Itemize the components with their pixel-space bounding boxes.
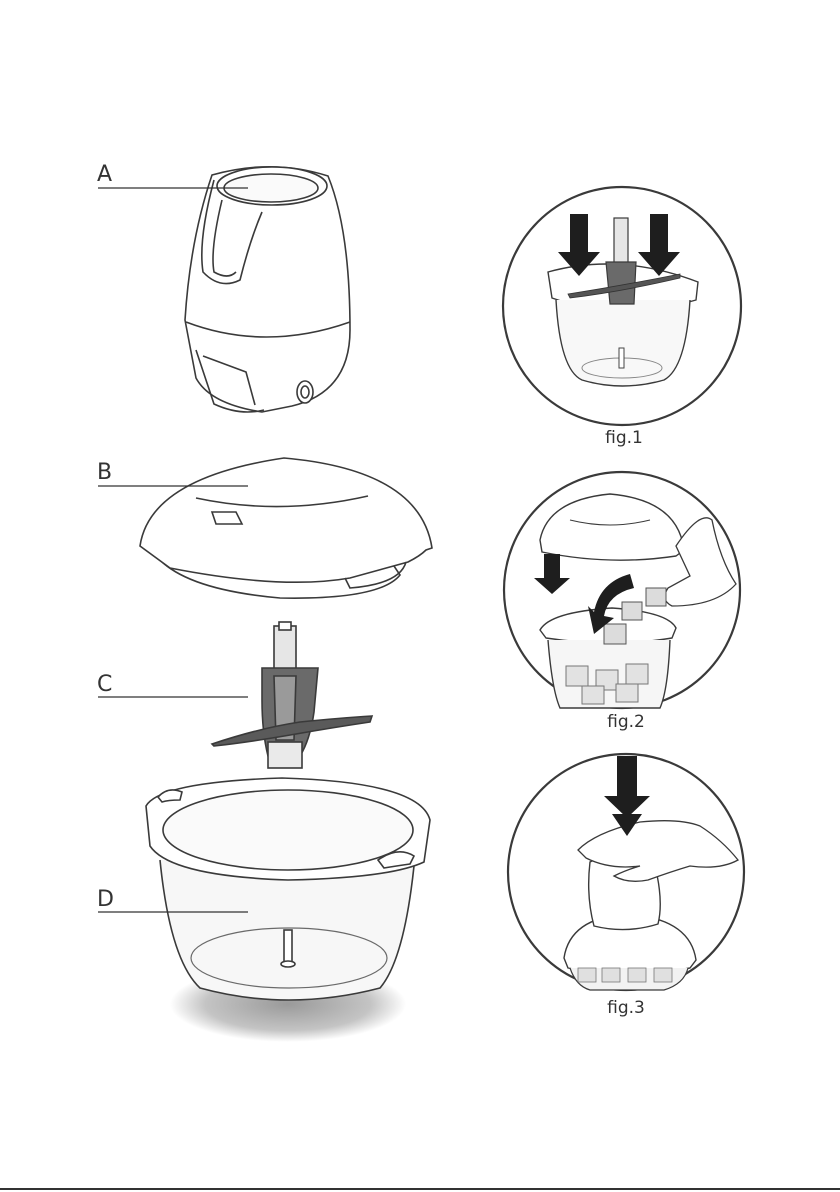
page-bottom-rule: [0, 1188, 840, 1190]
motor-unit-illustration: [185, 167, 350, 412]
fig3-caption: fig.3: [566, 998, 686, 1018]
fig3-illustration: [508, 754, 744, 990]
blade-illustration: [212, 622, 372, 768]
part-label-c: C: [97, 672, 112, 697]
fig2-caption: fig.2: [566, 712, 686, 732]
part-label-a: A: [97, 162, 112, 187]
bowl-illustration: [146, 778, 430, 1042]
part-label-b: B: [97, 460, 112, 485]
fig1-caption: fig.1: [564, 428, 684, 448]
part-label-d: D: [97, 887, 114, 912]
lid-illustration: [140, 458, 432, 598]
fig2-illustration: [504, 472, 740, 708]
fig1-illustration: [503, 187, 741, 425]
